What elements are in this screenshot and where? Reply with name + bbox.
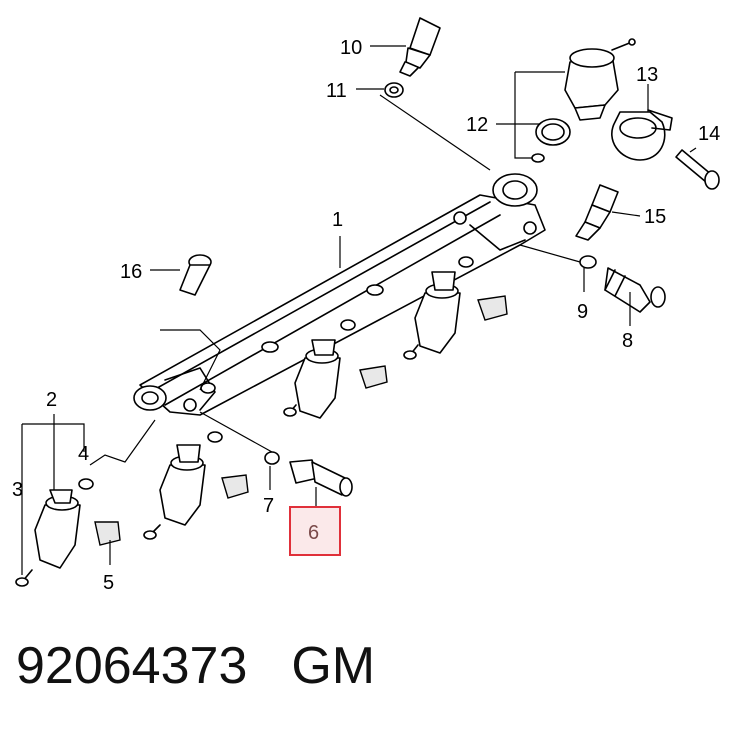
callout-labels: 1 2 3 4 5 6 7 8 9 10 11 12 13 14 15 16: [12, 37, 720, 594]
o-ring-4: [78, 478, 94, 490]
callout-5: 5: [103, 572, 114, 594]
callout-3: 3: [12, 479, 23, 501]
callout-11: 11: [326, 80, 347, 102]
highlight-box-6: [289, 506, 341, 556]
fitting-10: [399, 17, 441, 77]
seal-11: [384, 82, 404, 98]
fuel-injector-2: [143, 431, 249, 540]
callout-15: 15: [644, 206, 666, 228]
o-ring-7: [264, 451, 280, 465]
fitting-15: [575, 184, 619, 241]
callout-2: 2: [46, 389, 57, 411]
seal-9: [579, 255, 597, 269]
part-number-footer: 92064373 GM: [16, 636, 375, 696]
fitting-6: [289, 459, 353, 497]
pressure-regulator: [531, 38, 636, 163]
callout-6: 6: [308, 522, 319, 544]
part-number: 92064373: [16, 637, 248, 695]
callout-7: 7: [263, 495, 274, 517]
callout-12: 12: [466, 114, 488, 136]
callout-9: 9: [577, 301, 588, 323]
callout-8: 8: [622, 330, 633, 352]
fuel-rail: [133, 173, 546, 416]
callout-16: 16: [120, 261, 142, 283]
regulator-clamp: [611, 109, 673, 161]
brand-name: GM: [291, 637, 376, 695]
fuel-injector-4: [403, 256, 508, 360]
callout-10: 10: [340, 37, 362, 59]
fuel-injector-3: [283, 319, 388, 419]
callout-1: 1: [332, 209, 343, 231]
callout-4: 4: [78, 443, 89, 465]
callout-14: 14: [698, 123, 720, 145]
fitting-8: [604, 267, 666, 313]
bolt-16: [179, 254, 212, 296]
callout-13: 13: [636, 64, 658, 86]
clamp-screw: [675, 149, 720, 190]
leader-lines: [21, 45, 697, 575]
fuel-injector-front: [15, 489, 121, 587]
